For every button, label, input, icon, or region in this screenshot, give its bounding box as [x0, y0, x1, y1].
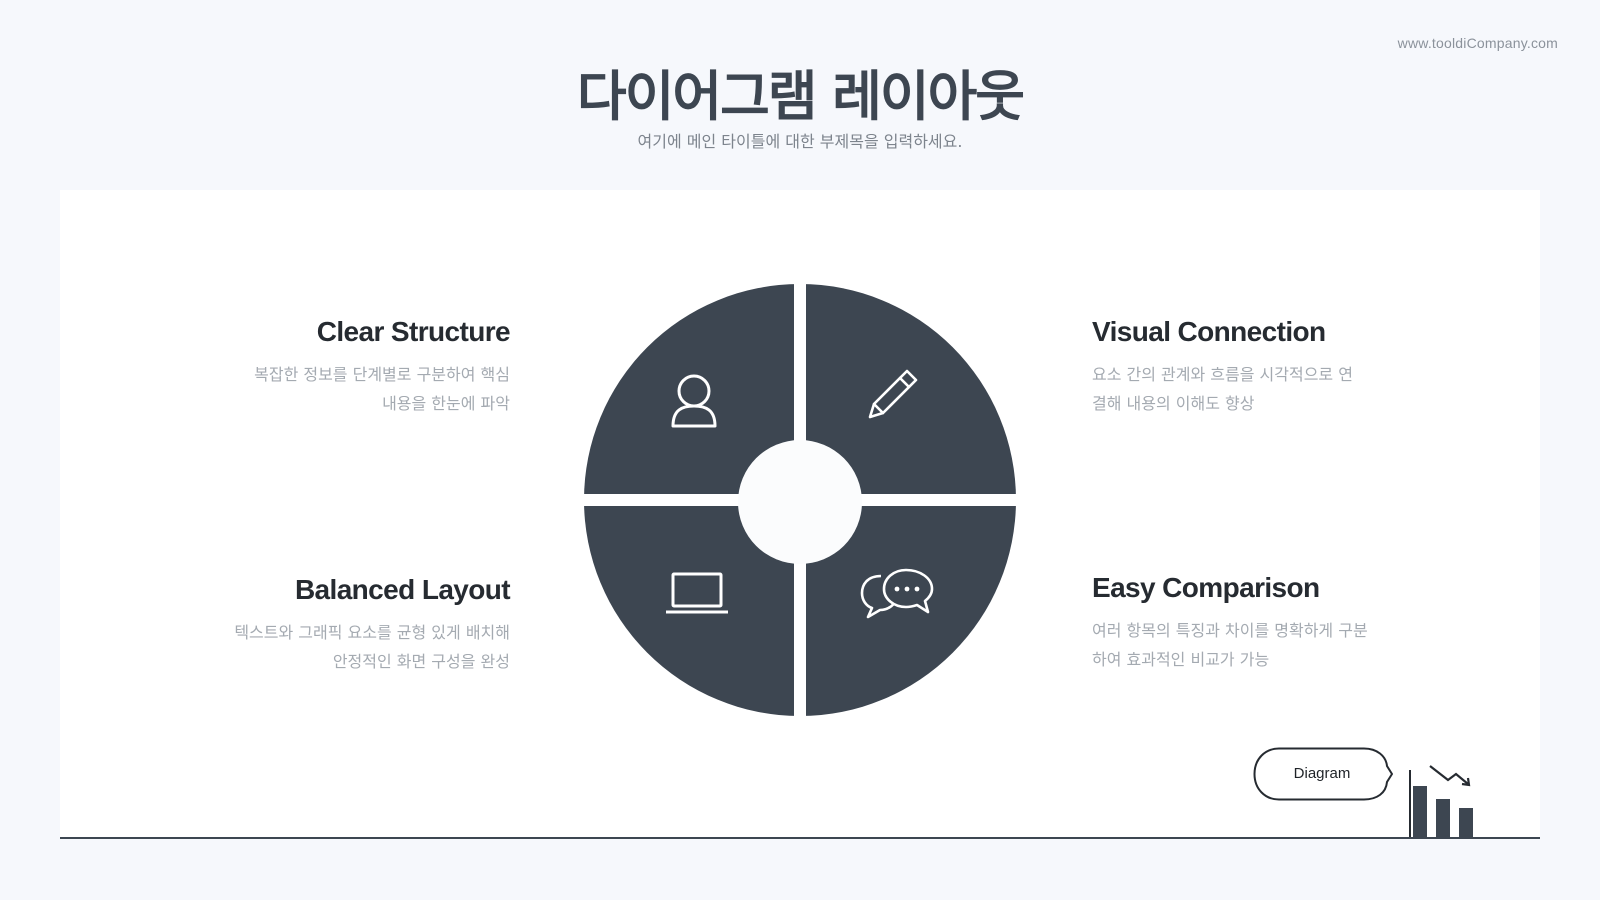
- item-title: Clear Structure: [316, 316, 511, 347]
- item-clear-structure: Clear Structure 복잡한 정보를 단계별로 구분하여 핵심 내용을…: [150, 316, 510, 418]
- item-description: 복잡한 정보를 단계별로 구분하여 핵심 내용을 한눈에 파악: [254, 365, 510, 413]
- laptop-icon: [666, 572, 728, 614]
- wheel-center: [738, 440, 862, 564]
- bar-chart-decline-icon: [1409, 765, 1473, 838]
- page-title: 다이어그램 레이아웃: [577, 65, 1025, 128]
- pencil-icon: [868, 369, 918, 419]
- tag-label: Diagram: [1293, 765, 1351, 782]
- quadrant-wheel-diagram: [580, 280, 1020, 720]
- item-visual-connection: Visual Connection 요소 간의 관계와 흐름을 시각적으로 연 …: [1092, 316, 1452, 418]
- item-description: 텍스트와 그래픽 요소를 균형 있게 배치해 안정적인 화면 구성을 완성: [234, 623, 510, 671]
- page-subtitle: 여기에 메인 타이틀에 대한 부제목을 입력하세요.: [637, 132, 963, 151]
- user-icon: [671, 374, 717, 428]
- item-description: 여러 항목의 특징과 차이를 명확하게 구분 하여 효과적인 비교가 가능: [1092, 621, 1368, 669]
- site-url[interactable]: www.tooldiCompany.com: [1397, 35, 1558, 51]
- item-title: Easy Comparison: [1092, 572, 1320, 603]
- item-description: 요소 간의 관계와 흐름을 시각적으로 연 결해 내용의 이해도 향상: [1092, 365, 1353, 413]
- speech-bubble-icon: [1253, 747, 1393, 801]
- chat-bubbles-icon: [860, 568, 934, 619]
- item-title: Visual Connection: [1092, 316, 1326, 347]
- bottom-rule: [60, 837, 1540, 839]
- item-title: Balanced Layout: [294, 574, 511, 605]
- item-easy-comparison: Easy Comparison 여러 항목의 특징과 차이를 명확하게 구분 하…: [1092, 572, 1452, 674]
- item-balanced-layout: Balanced Layout 텍스트와 그래픽 요소를 균형 있게 배치해 안…: [150, 574, 510, 676]
- diagram-tag: Diagram: [1253, 747, 1393, 801]
